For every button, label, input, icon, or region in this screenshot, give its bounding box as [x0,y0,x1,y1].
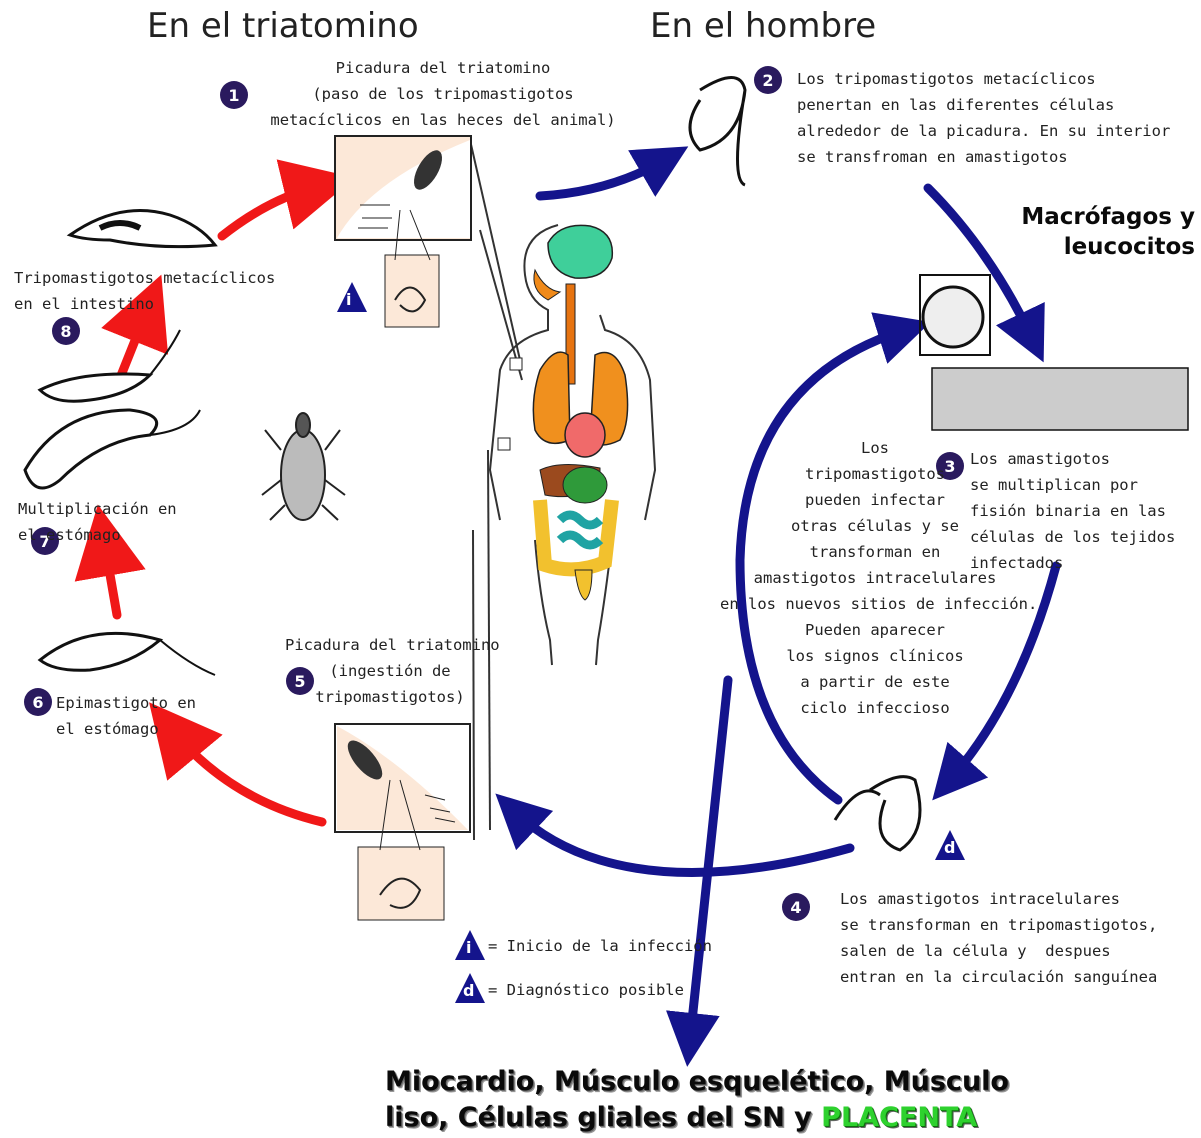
macrophages-label: Macrófagos y leucocitos [990,202,1195,262]
arrow-1-to-2 [540,160,665,196]
step-8-badge: 8 [52,317,80,345]
brain [548,225,612,278]
trypomastigote-2 [690,78,745,186]
intestine-small [560,515,600,545]
arrow-6-to-7 [104,540,117,615]
legend-i-symbol: i [466,938,471,957]
legend-i-label: = Inicio de la infección [488,933,712,959]
trypomastigote-4 [835,777,920,850]
reinfection-text: Los tripomastigotos pueden infectar otra… [720,435,1030,721]
epimastigote-6 [40,633,160,670]
step-1-text: Picadura del triatomino (paso de los tri… [270,55,616,133]
left-lung [533,352,570,443]
step-2-text: Los tripomastigotos metacíclicos penerta… [797,66,1170,170]
arrow-8-to-1 [222,186,320,236]
legend-d-label: = Diagnóstico posible [488,977,684,1003]
arrow-to-tissues [690,680,728,1040]
target-tissues-line-2: liso, Células gliales del SN y PLACENTA [385,1100,1195,1136]
header-vector: En el triatomino [147,6,419,46]
human-organs [498,225,628,600]
heart [565,413,605,457]
step-2-badge: 2 [754,66,782,94]
epimastigote-7a [25,410,157,488]
bladder [575,570,592,600]
step-4-badge: 4 [782,893,810,921]
arrow-4-to-5 [515,812,850,873]
step-5-text: Picadura del triatomino (ingestión de tr… [285,632,495,710]
face [534,270,560,300]
step-6-text: Epimastigoto en el estómago [56,690,196,742]
arrow-7-to-8 [120,308,148,378]
macrophage-cell [923,287,983,347]
bite-mark-2 [498,438,510,450]
target-tissues-line-2-prefix: liso, Células gliales del SN y [385,1102,821,1133]
infected-tissue [932,368,1188,430]
arrow-5-to-6 [172,730,322,822]
start-infection-symbol: i [346,290,358,309]
step-6-badge: 6 [24,688,52,716]
stomach [563,467,607,503]
target-tissues-line-1: Miocardio, Músculo esquelético, Músculo [385,1064,1195,1100]
step-4-text: Los amastigotos intracelulares se transf… [840,886,1157,990]
step-8-text: Tripomastigotos metacíclicos en el intes… [14,265,275,317]
header-human: En el hombre [650,6,876,46]
trypomastigote-8 [70,211,215,247]
placenta-label: PLACENTA [821,1102,977,1133]
triatomine-bug-icon [262,413,345,520]
step-7-text: Multiplicación en el estómago [18,496,177,548]
diagnosis-symbol: d [944,838,956,857]
bite-mark-1 [510,358,522,370]
legend-d-symbol: d [463,981,474,1000]
target-tissues-text: Miocardio, Músculo esquelético, Músculo … [385,1064,1195,1136]
bite-image-5 [335,724,470,920]
epimastigote-7b [40,374,150,401]
step-1-badge: 1 [220,81,248,109]
